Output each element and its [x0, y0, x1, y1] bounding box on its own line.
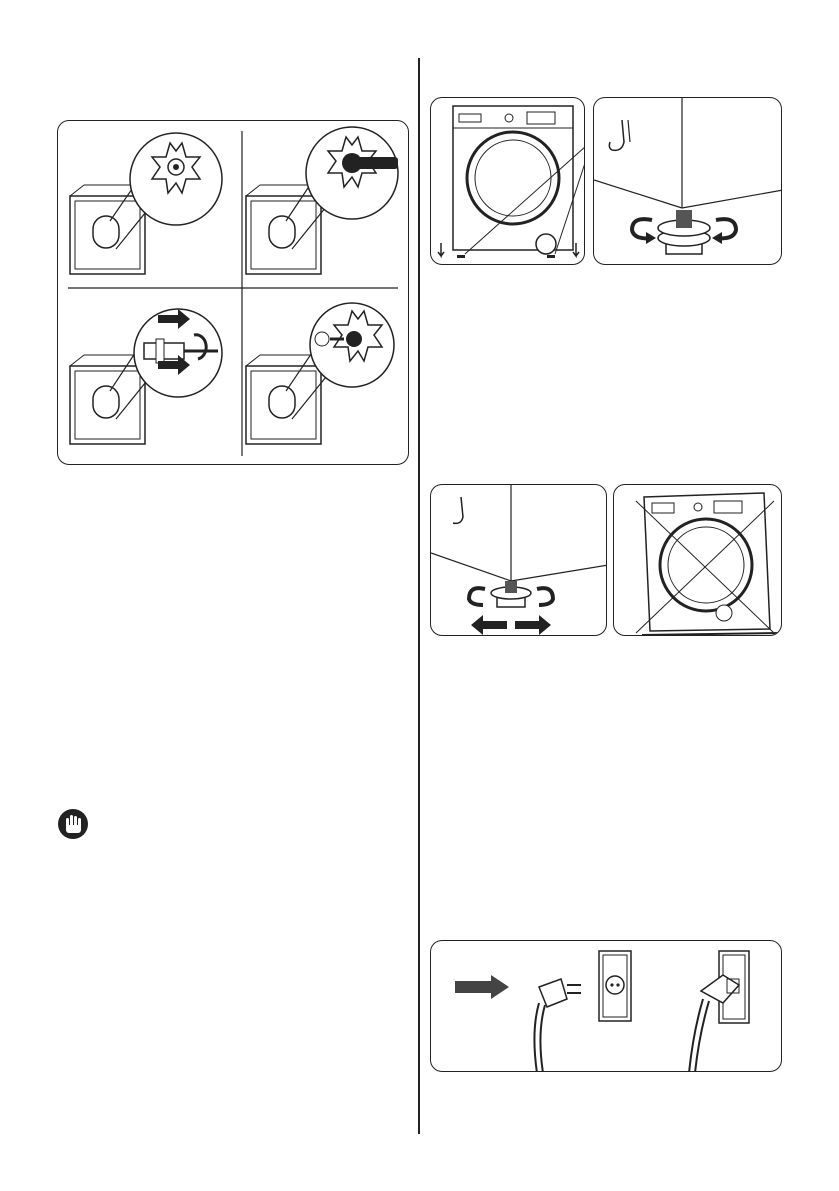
- front-view-feet-figure: [430, 97, 585, 265]
- tilted-machine-figure: [613, 484, 782, 636]
- plugged-in-icon: [689, 951, 749, 1072]
- wrench-zoom-icon: [306, 127, 398, 219]
- plug-icon: [534, 979, 581, 1072]
- bolt-removal-zoom-icon: [134, 309, 222, 397]
- transport-bolts-figure: [57, 120, 409, 465]
- lock-nut-figure: [430, 484, 607, 636]
- foot-closeup-figure: [593, 97, 782, 265]
- bolt-zoom-icon: [130, 133, 222, 225]
- warning-hand-icon: [57, 808, 89, 840]
- socket-icon: [599, 951, 631, 1021]
- arrow-right-icon: [455, 975, 509, 999]
- column-divider: [418, 58, 420, 1134]
- cover-cap-zoom-icon: [310, 303, 394, 387]
- plug-socket-figure: [430, 940, 782, 1072]
